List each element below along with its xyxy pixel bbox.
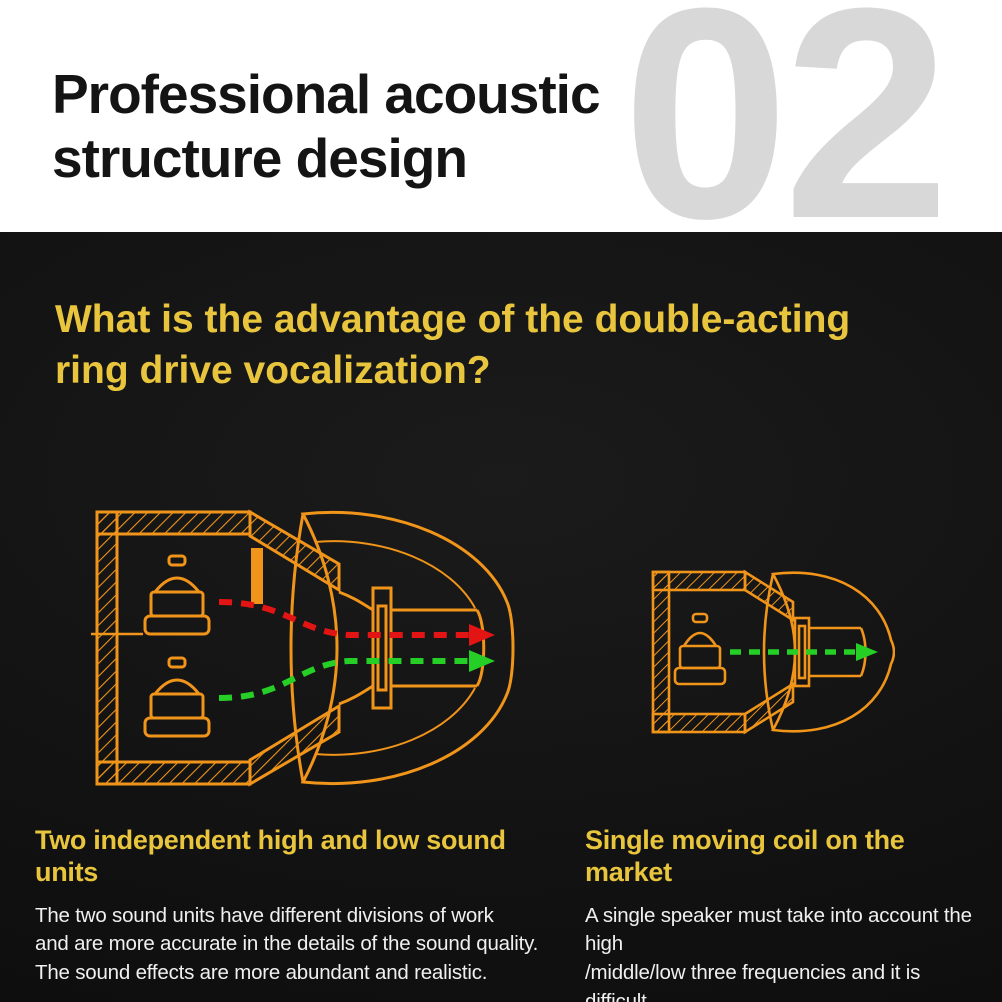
high-frequency-arrow-red (218, 599, 495, 646)
crossover-bar (251, 548, 263, 604)
low-frequency-arrow-green (218, 650, 495, 701)
left-caption-body: The two sound units have different divis… (35, 903, 539, 985)
low-frequency-driver (143, 656, 211, 738)
high-frequency-driver (143, 554, 211, 636)
dual-nozzle (338, 586, 486, 710)
left-caption-heading: Two independent high and low sound units (35, 825, 506, 888)
page-title: Professional acoustic structure design (52, 63, 601, 190)
left-caption: Two independent high and low sound units… (35, 824, 570, 988)
header-section: 02 Professional acoustic structure desig… (0, 0, 1002, 232)
content-panel: What is the advantage of the double-acti… (0, 232, 1002, 1002)
single-driver-diagram (651, 569, 895, 735)
question-heading: What is the advantage of the double-acti… (55, 298, 851, 393)
dual-shell-walls (95, 509, 341, 787)
right-caption-body: A single speaker must take into account … (585, 903, 972, 1002)
right-caption: Single moving coil on the market A singl… (585, 824, 975, 1002)
right-caption-heading: Single moving coil on the market (585, 825, 905, 888)
dual-ear-tip (289, 510, 515, 786)
dual-driver-diagram (91, 509, 515, 787)
single-moving-coil-driver (673, 612, 727, 686)
watermark-number: 02 (622, 0, 950, 232)
